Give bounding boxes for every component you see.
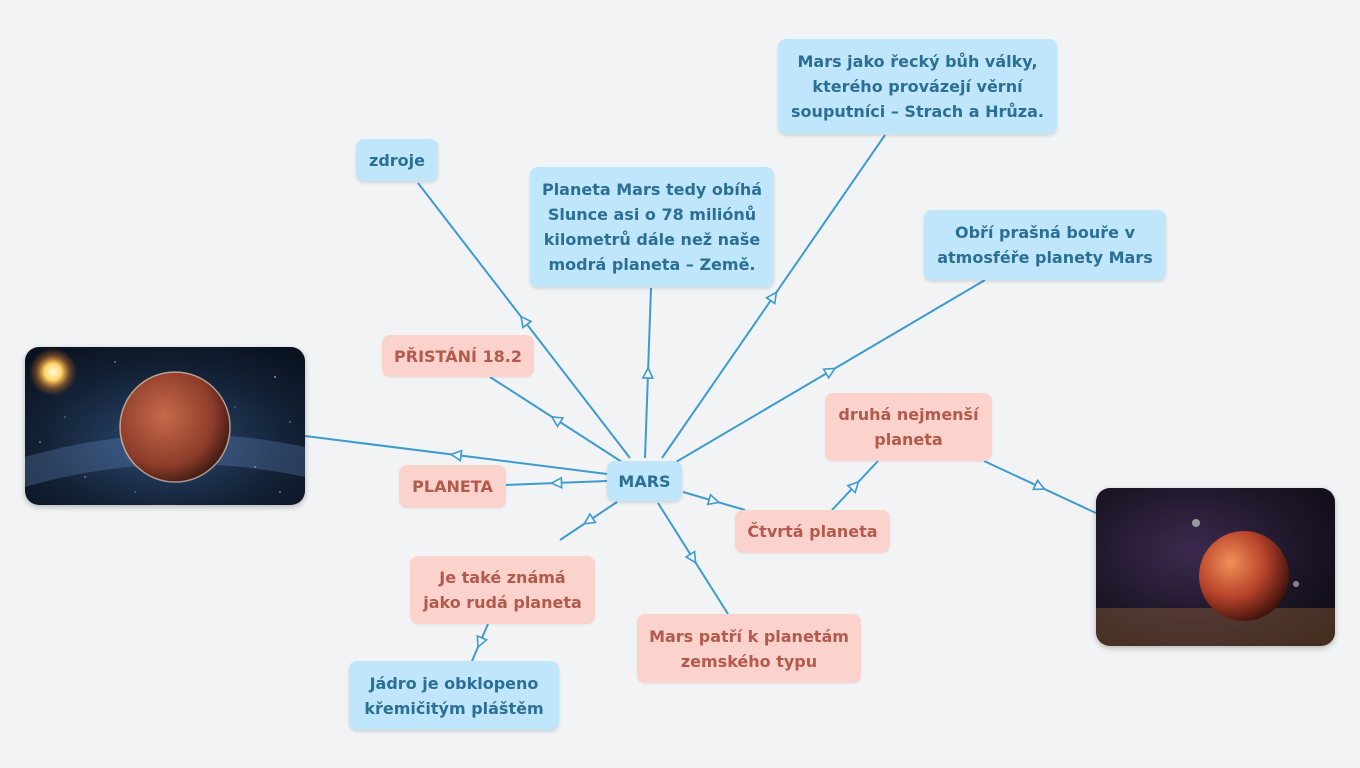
arrow-to-boure — [822, 367, 837, 380]
arrow-to-left-image — [449, 449, 463, 462]
node-planeta[interactable]: PLANETA — [399, 465, 506, 508]
arrow-to-ruda — [582, 512, 597, 525]
node-pristani[interactable]: PŘISTÁNÍ 18.2 — [382, 335, 534, 377]
node-recky-buh-label: Mars jako řecký bůh války, kterého prová… — [791, 52, 1044, 121]
node-boure-label: Obří prašná bouře v atmosféře planety Ma… — [937, 223, 1153, 267]
arrow-to-zemsky-typ — [684, 550, 697, 565]
arrow-to-pristani — [550, 415, 565, 428]
node-mars-central-label: MARS — [618, 471, 671, 491]
arrow-druha-to-right-image — [1032, 478, 1047, 491]
node-ctvrta-label: Čtvrtá planeta — [747, 522, 878, 541]
node-druha-nejmensi[interactable]: druhá nejmenší planeta — [825, 393, 992, 461]
node-planeta-mars-label: Planeta Mars tedy obíhá Slunce asi o 78 … — [541, 180, 763, 274]
node-planeta-mars[interactable]: Planeta Mars tedy obíhá Slunce asi o 78 … — [530, 167, 774, 287]
node-zdroje-label: zdroje — [369, 150, 425, 170]
arrow-to-zdroje — [519, 315, 533, 329]
node-bouře[interactable]: Obří prašná bouře v atmosféře planety Ma… — [924, 210, 1166, 280]
arrow-to-planeta-mars — [641, 366, 655, 380]
node-ruda-label: Je také známá jako rudá planeta — [423, 568, 582, 612]
mars-moons-picture — [1096, 488, 1335, 646]
node-mars-central[interactable]: MARS — [607, 461, 682, 501]
node-ctvrta[interactable]: Čtvrtá planeta — [735, 510, 890, 553]
arrow-ctvrta-to-druha — [846, 480, 860, 495]
arrow-to-recky-buh — [765, 290, 778, 305]
node-recky-buh[interactable]: Mars jako řecký bůh války, kterého prová… — [778, 39, 1057, 134]
node-jadro-label: Jádro je obklopeno křemičitým pláštěm — [364, 673, 544, 718]
mars-moons-image[interactable] — [1096, 488, 1335, 646]
node-jadro[interactable]: Jádro je obklopeno křemičitým pláštěm — [349, 661, 559, 730]
mars-sun-picture — [25, 347, 305, 505]
node-zemsky-typ-label: Mars patří k planetám zemského typu — [649, 626, 849, 671]
node-zdroje[interactable]: zdroje — [356, 139, 438, 181]
node-zemsky-typ[interactable]: Mars patří k planetám zemského typu — [637, 614, 861, 683]
arrow-to-ctvrta — [706, 493, 721, 506]
node-ruda[interactable]: Je také známá jako rudá planeta — [410, 556, 595, 624]
arrow-to-planeta — [549, 476, 563, 490]
node-planeta-label: PLANETA — [412, 477, 493, 496]
mars-sun-image[interactable] — [25, 347, 305, 505]
arrow-ruda-to-jadro — [476, 634, 489, 649]
node-druha-nejmensi-label: druhá nejmenší planeta — [838, 405, 979, 449]
node-pristani-label: PŘISTÁNÍ 18.2 — [394, 346, 522, 366]
